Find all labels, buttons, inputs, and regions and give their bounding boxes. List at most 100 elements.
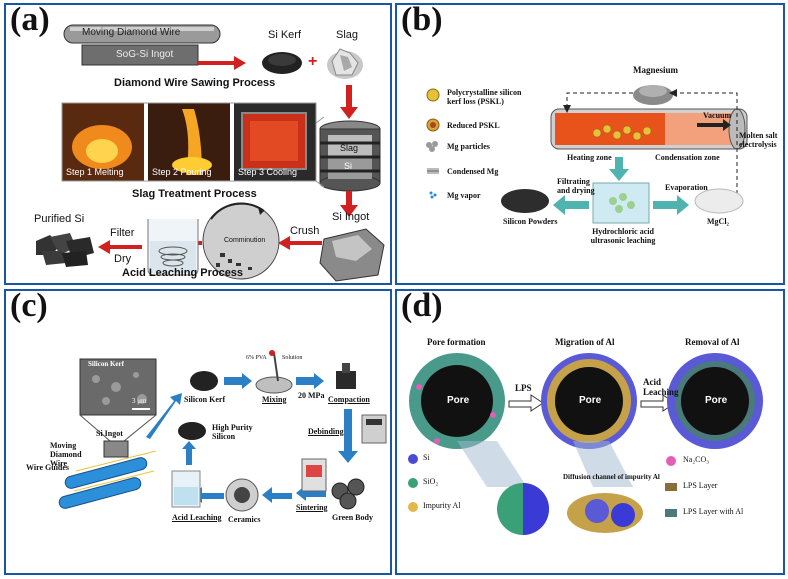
lps-arrow: [508, 394, 544, 412]
wire-guides-label: Wire Guides: [26, 463, 70, 472]
red-arrow-crush: [278, 236, 322, 250]
silicon-powders-label: Silicon Powders: [503, 217, 558, 226]
sintering-label: Sintering: [296, 503, 328, 512]
legend-mg-vapor: Mg vapor: [447, 191, 481, 200]
magnesium-pile: [633, 85, 673, 105]
vacuum-label: Vacuum: [703, 111, 732, 120]
panel-b-graphics: [426, 85, 748, 224]
step1-label: Step 1 Melting: [66, 167, 124, 177]
legend-lps-layer: LPS Layer: [683, 481, 718, 490]
wire-guide-rollers: [58, 450, 157, 509]
ceramics-disk: [225, 478, 259, 512]
lps-layer-al-icon: [665, 509, 677, 517]
compaction-label: Compaction: [328, 395, 370, 404]
mg-vapor-icon: [429, 191, 437, 199]
hcl-beaker: [592, 182, 650, 224]
high-purity-pile: [178, 422, 206, 440]
magnesium-label: Magnesium: [633, 65, 678, 75]
panel-c-label: (c): [10, 289, 48, 324]
legend-pskl: Polycrystalline silicon kerf loss (PSKL): [447, 88, 522, 106]
heating-zone-label: Heating zone: [567, 153, 612, 162]
acid-beaker: [171, 470, 201, 508]
diffusion-label: Diffusion channel of impurity Al: [563, 473, 660, 481]
pore-label-1: Pore: [447, 395, 470, 406]
legend-condensed-mg: Condensed Mg: [447, 167, 499, 176]
step2-label: Step 2 Pouring: [152, 167, 212, 177]
na2co3-icon: [666, 456, 676, 466]
blue-arrow-ceramics: [262, 487, 292, 503]
teal-arrow-right: [653, 195, 689, 215]
scale-bar-label: 3 μm: [132, 397, 147, 405]
acid-leaching-label: Acid Leaching: [172, 513, 222, 522]
panel-d-label: (d): [401, 289, 443, 324]
ceramics-label: Ceramics: [228, 515, 261, 524]
condensation-zone-label: Condensation zone: [655, 153, 720, 162]
treatment-process-title: Slag Treatment Process: [132, 188, 257, 200]
panel-b-label: (b): [401, 3, 443, 38]
green-body-pellets: [331, 478, 365, 510]
vacuum-arrow: [697, 119, 731, 131]
crucible: [319, 120, 381, 192]
diffusion-channel: [567, 493, 643, 533]
si-ingot-label: Si Ingot: [96, 429, 123, 438]
slag-label: Slag: [336, 29, 359, 41]
legend-sio2: SiO₂: [423, 477, 439, 486]
legend-lps-layer-al: LPS Layer with Al: [683, 507, 744, 516]
pore-label-2: Pore: [579, 395, 602, 406]
mgcl2-label: MgCl₂: [707, 217, 729, 226]
filtrating-label: Filtrating and drying: [557, 177, 595, 195]
crucible-si-label: Si: [344, 161, 353, 171]
red-arrow-left-2: [98, 240, 142, 254]
pskl-icon: [426, 88, 440, 102]
panel-a-label: (a): [10, 3, 50, 38]
silicon-powder-pile: [501, 189, 549, 213]
sawing-process-title: Diamond Wire Sawing Process: [114, 77, 276, 89]
acid-leaching-label: Acid Leaching: [643, 377, 679, 397]
ingot-label: SoG-Si Ingot: [116, 49, 174, 60]
lps-layer-icon: [665, 483, 677, 491]
purified-si-label: Purified Si: [34, 213, 85, 225]
crushed-ingot: [319, 228, 385, 282]
comminution-label: Comminution: [224, 237, 266, 244]
panel-b: (b) Polycrystalline silicon kerf loss (P…: [395, 3, 785, 285]
si-ingot-block: [103, 440, 129, 458]
purified-si-pile: [36, 233, 94, 267]
panel-a-graphics: [36, 24, 385, 282]
high-purity-label: High Purity Silicon: [212, 423, 253, 441]
wire-label: Moving Diamond Wire: [82, 27, 181, 38]
blue-arrow-compaction: [296, 373, 324, 389]
dry-label: Dry: [114, 253, 132, 265]
si-icon: [408, 454, 418, 464]
removal-title: Removal of Al: [685, 337, 740, 347]
impurity-al-icon: [408, 502, 418, 512]
blue-arrow-down: [609, 157, 629, 181]
leaching-process-title: Acid Leaching Process: [122, 267, 244, 279]
sio2-icon: [408, 478, 418, 488]
panel-d: (d) Pore formation Migration of Al Remov…: [395, 289, 785, 575]
blue-arrow-up: [182, 441, 196, 465]
silicon-kerf-pile: [190, 371, 218, 391]
legend-reduced-pskl: Reduced PSKL: [447, 121, 500, 130]
mixing-bowl: [255, 350, 293, 394]
legend-si: Si: [423, 453, 430, 462]
compaction-die: [336, 363, 356, 389]
debinding-label: Debinding: [308, 427, 344, 436]
moving-wire-label: Moving Diamond Wire: [50, 441, 82, 468]
crush-label: Crush: [290, 225, 320, 237]
recycle-loop: [566, 92, 633, 109]
crucible-slag-label: Slag: [340, 143, 359, 153]
mpa-label: 20 MPa: [298, 391, 325, 400]
blue-arrow-diagonal: [146, 393, 182, 439]
slag-pile: [327, 48, 363, 79]
plus-sign: +: [308, 53, 318, 70]
pore-label-3: Pore: [705, 395, 728, 406]
red-arrow-down-2: [340, 191, 358, 217]
silicon-kerf-label: Silicon Kerf: [184, 395, 226, 404]
sem-label: Silicon Kerf: [88, 360, 124, 368]
legend-mg-particles: Mg particles: [447, 142, 490, 151]
leaching-beaker: [147, 219, 199, 276]
si-ingot-label: Si Ingot: [332, 211, 370, 223]
debinding-furnace: [361, 414, 387, 444]
panel-c: (c) Silicon Kerf 3 μm Si Ingot Moving Di…: [4, 289, 392, 575]
blue-arrow-down: [338, 409, 358, 463]
